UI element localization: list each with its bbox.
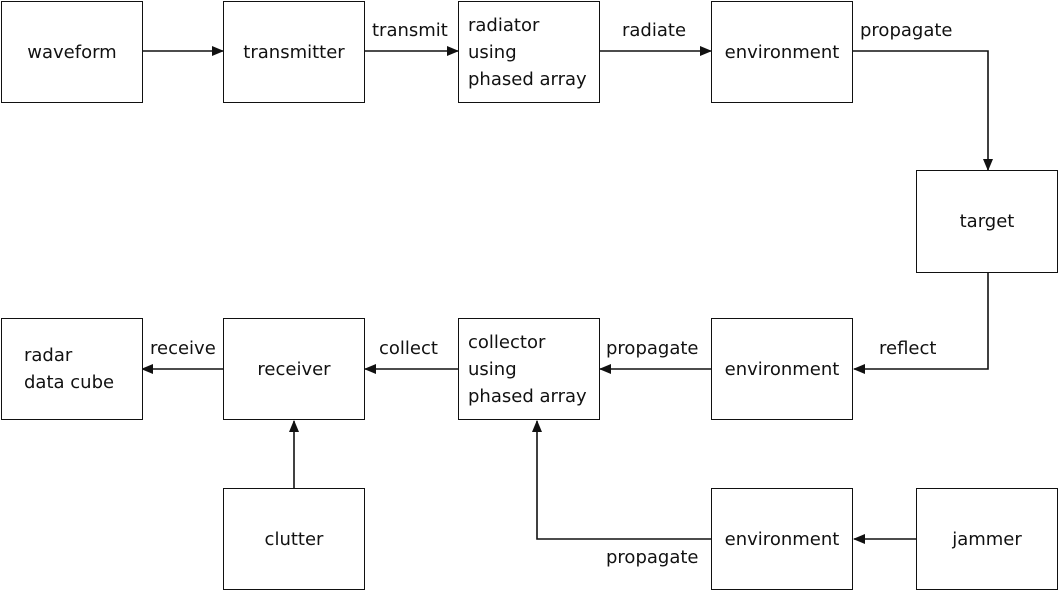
target-label: target	[959, 211, 1015, 232]
edge-label-propagate-bottom: propagate	[606, 547, 699, 568]
clutter-label: clutter	[264, 528, 324, 550]
edge-label-transmit: transmit	[372, 20, 448, 41]
jammer-box: jammer	[916, 488, 1058, 590]
environment-top-label: environment	[724, 41, 840, 63]
jammer-label: jammer	[952, 528, 1022, 550]
collector-box: collector using phased array	[458, 318, 600, 420]
edge-label-radiate: radiate	[622, 20, 687, 41]
arrow-target-to-environment	[853, 273, 989, 374]
edge-label-propagate-top: propagate	[860, 20, 953, 41]
clutter-box: clutter	[223, 488, 365, 590]
collector-label: collector using phased array	[468, 331, 587, 407]
environment-mid-box: environment	[711, 318, 853, 420]
environment-bottom-label: environment	[724, 528, 840, 550]
edge-label-receive: receive	[150, 338, 216, 359]
receiver-box: receiver	[223, 318, 365, 420]
radiator-label: radiator using phased array	[468, 14, 587, 90]
waveform-label: waveform	[27, 41, 117, 63]
receiver-label: receiver	[257, 358, 331, 380]
transmitter-box: transmitter	[223, 1, 365, 103]
arrow-environment-to-target	[853, 50, 993, 171]
edge-label-collect: collect	[379, 338, 438, 359]
environment-mid-label: environment	[724, 358, 840, 380]
target-box: target	[916, 170, 1058, 273]
environment-bottom-box: environment	[711, 488, 853, 590]
radar-data-cube-label: radar data cube	[24, 345, 115, 393]
transmitter-label: transmitter	[243, 41, 345, 63]
environment-top-box: environment	[711, 1, 853, 103]
edge-label-reflect: reflect	[879, 338, 937, 359]
radar-data-cube-box: radar data cube	[1, 318, 143, 420]
arrow-environment-to-collector-bottom	[532, 420, 711, 540]
radiator-box: radiator using phased array	[458, 1, 600, 103]
edge-label-propagate-mid: propagate	[606, 338, 699, 359]
waveform-box: waveform	[1, 1, 143, 103]
